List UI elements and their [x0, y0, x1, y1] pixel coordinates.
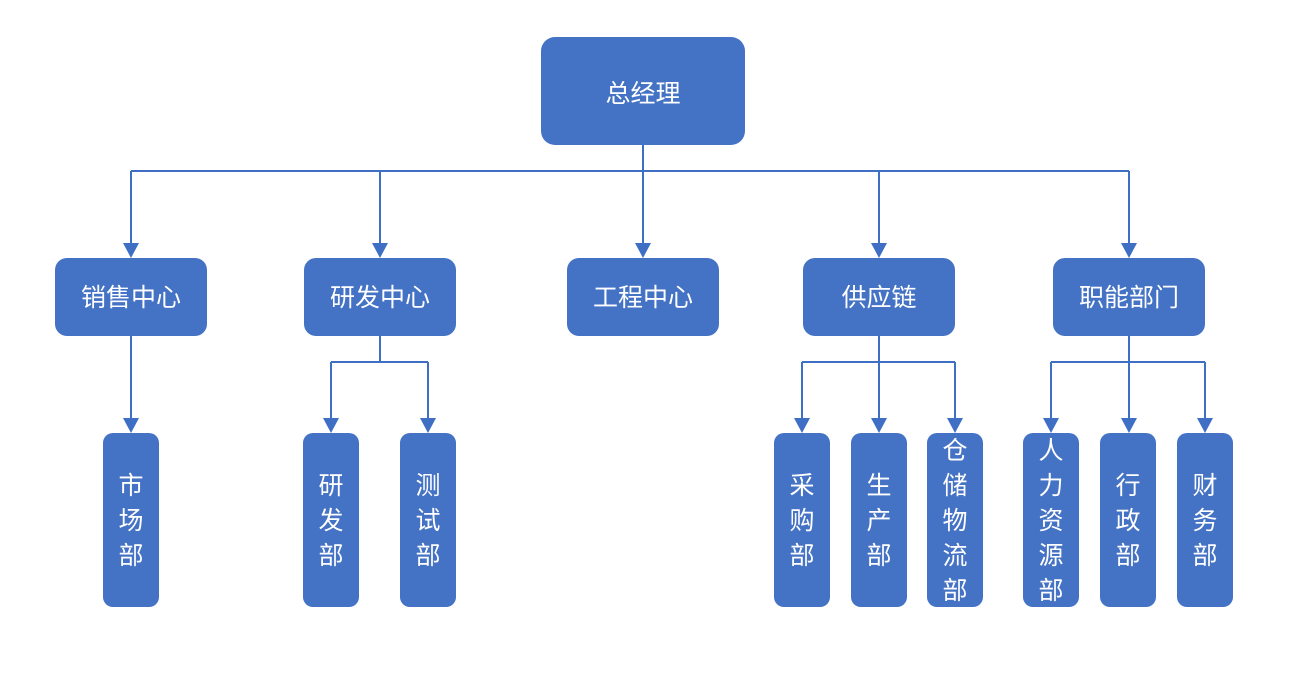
node-rd-label: 研发中心 — [330, 284, 430, 312]
node-supply-label: 供应链 — [841, 284, 916, 312]
connector-layer — [123, 145, 1213, 433]
arrowhead-rd — [372, 243, 388, 258]
node-purchase[interactable]: 采购部 — [774, 433, 830, 607]
node-market-label: 市场部 — [118, 472, 143, 570]
node-rddept-box[interactable] — [303, 433, 359, 607]
node-admin-label: 行政部 — [1115, 472, 1140, 570]
node-gm-box[interactable] — [541, 37, 745, 145]
node-gm[interactable]: 总经理 — [541, 37, 745, 145]
node-eng-box[interactable] — [567, 258, 719, 336]
node-hr-box[interactable] — [1023, 433, 1079, 607]
node-produce-box[interactable] — [851, 433, 907, 607]
node-layer: 总经理 销售中心 研发中心 工程中心 供应链 职能部门 — [55, 37, 1233, 607]
node-rddept-label: 研发部 — [318, 472, 343, 570]
node-sales-label: 销售中心 — [81, 284, 181, 312]
node-hr[interactable]: 人力资源部 — [1023, 433, 1079, 607]
node-warehouse-box[interactable] — [927, 433, 983, 607]
arrowhead-func — [1121, 243, 1137, 258]
node-eng[interactable]: 工程中心 — [567, 258, 719, 336]
node-sales[interactable]: 销售中心 — [55, 258, 207, 336]
node-supply[interactable]: 供应链 — [803, 258, 955, 336]
arrowhead-market — [123, 418, 139, 433]
node-test[interactable]: 测试部 — [400, 433, 456, 607]
node-rd-box[interactable] — [304, 258, 456, 336]
node-market-box[interactable] — [103, 433, 159, 607]
node-func-label: 职能部门 — [1079, 284, 1179, 312]
arrowhead-sales — [123, 243, 139, 258]
node-market[interactable]: 市场部 — [103, 433, 159, 607]
node-gm-label: 总经理 — [605, 80, 680, 108]
node-produce-label: 生产部 — [866, 472, 891, 570]
node-warehouse-label: 仓储物流部 — [942, 437, 967, 605]
node-finance[interactable]: 财务部 — [1177, 433, 1233, 607]
node-warehouse[interactable]: 仓储物流部 — [927, 433, 983, 607]
node-test-box[interactable] — [400, 433, 456, 607]
node-func-box[interactable] — [1053, 258, 1205, 336]
node-finance-box[interactable] — [1177, 433, 1233, 607]
node-rddept[interactable]: 研发部 — [303, 433, 359, 607]
node-supply-box[interactable] — [803, 258, 955, 336]
node-admin[interactable]: 行政部 — [1100, 433, 1156, 607]
node-purchase-label: 采购部 — [789, 472, 814, 570]
node-admin-box[interactable] — [1100, 433, 1156, 607]
node-hr-label: 人力资源部 — [1038, 437, 1063, 605]
node-produce[interactable]: 生产部 — [851, 433, 907, 607]
arrowhead-supply — [871, 243, 887, 258]
node-rd[interactable]: 研发中心 — [304, 258, 456, 336]
arrowhead-produce — [871, 418, 887, 433]
node-finance-label: 财务部 — [1192, 472, 1217, 570]
arrowhead-warehouse — [947, 418, 963, 433]
arrowhead-admin — [1121, 418, 1137, 433]
arrowhead-rddept — [323, 418, 339, 433]
node-sales-box[interactable] — [55, 258, 207, 336]
arrowhead-purchase — [794, 418, 810, 433]
node-purchase-box[interactable] — [774, 433, 830, 607]
arrowhead-hr — [1043, 418, 1059, 433]
arrowhead-eng — [635, 243, 651, 258]
arrowhead-finance — [1197, 418, 1213, 433]
node-func[interactable]: 职能部门 — [1053, 258, 1205, 336]
arrowhead-test — [420, 418, 436, 433]
node-test-label: 测试部 — [415, 472, 440, 570]
node-eng-label: 工程中心 — [593, 284, 693, 312]
